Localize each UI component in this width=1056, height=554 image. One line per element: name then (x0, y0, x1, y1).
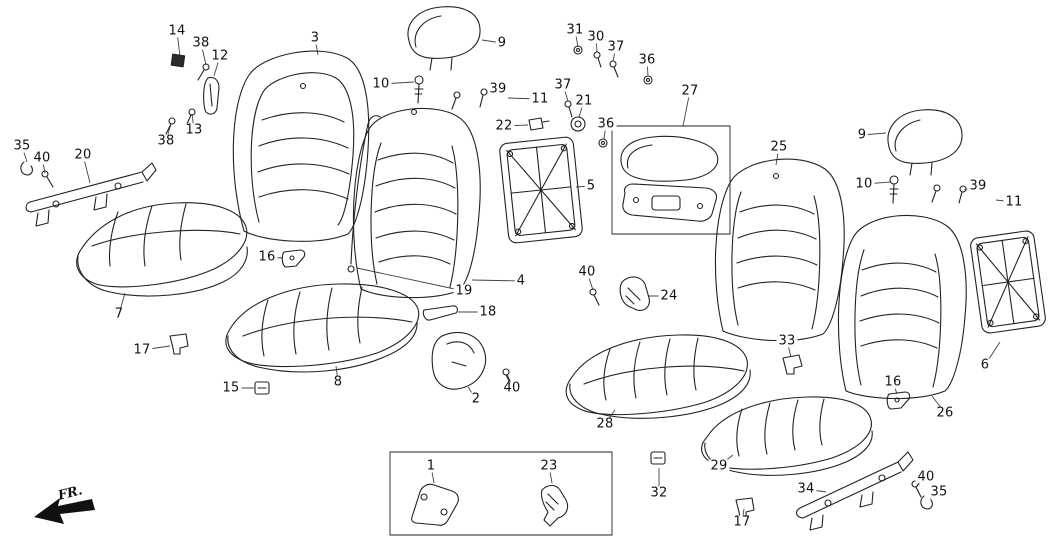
fr-arrow-icon (34, 498, 95, 524)
part-30-bolt (593, 51, 602, 68)
part-40-bolt-center-low (502, 368, 513, 386)
leader-line (863, 181, 892, 185)
part-39-screws-right (931, 184, 967, 204)
leader-line (505, 374, 513, 389)
part-23-bracket (540, 484, 569, 527)
part-22-clip (528, 117, 550, 131)
leader-line (507, 97, 541, 100)
leader-line (931, 395, 946, 414)
part-14-clip (170, 53, 186, 68)
part-13-screw (185, 108, 196, 127)
part-7-cushion-left (76, 202, 248, 297)
leader-line (266, 256, 284, 259)
part-32-clip (650, 451, 666, 465)
part-2-side-cover (431, 332, 487, 390)
leader-line (562, 84, 569, 102)
part-19-cable (347, 115, 381, 273)
leader-line (481, 39, 503, 44)
part-3-seat-back (232, 50, 370, 242)
part-40-bolt-mid (589, 288, 600, 306)
leader-line (82, 154, 91, 184)
part-38-screw-upper (197, 63, 210, 81)
leader-line (786, 340, 792, 358)
part-35-clip-right (920, 495, 933, 510)
part-26-seat-back-right (837, 214, 967, 400)
leader-line (21, 145, 28, 163)
part-36-nut-upper (643, 75, 653, 85)
part-8-cushion-center (225, 283, 420, 373)
leader-line (335, 365, 339, 383)
part-18-bracket (422, 305, 458, 321)
part-35-clip-left (20, 161, 33, 176)
leader-line (141, 345, 171, 351)
part-9-headrest-right (887, 109, 963, 176)
part-37-screw-upper (609, 60, 619, 78)
part-34-seat-rail-right (796, 451, 914, 531)
leader-line (503, 124, 529, 127)
part-10-bolt-left (414, 75, 424, 104)
part-16-bracket-left (281, 249, 306, 268)
leader-line (929, 491, 940, 500)
part-21-grommet (570, 116, 586, 132)
leader-line (485, 88, 499, 94)
leader-line (612, 46, 617, 62)
part-24-recliner-cover (619, 276, 650, 311)
part-38-screw-lower (165, 117, 176, 135)
part-10-bolt-right (889, 175, 899, 204)
leader-lines-layer (21, 29, 1015, 523)
part-28-cushion (565, 334, 751, 419)
leader-line (805, 488, 827, 493)
leader-line (682, 90, 691, 127)
part-12-strap (203, 76, 220, 115)
part-40-bolt-right (911, 480, 922, 498)
part-25-seat-back-right-front (714, 158, 845, 342)
part-17-clip-left (169, 333, 189, 355)
part-40-bolt-left (41, 170, 54, 188)
part-4-seat-back-center (352, 107, 481, 299)
leader-line (314, 37, 319, 56)
leader-line (892, 381, 898, 395)
part-15-clip (254, 381, 270, 395)
leader-line (118, 292, 126, 315)
part-33-bracket (782, 354, 803, 375)
part-1-bracket (411, 483, 459, 526)
part-27-armrest-assembly (611, 125, 731, 235)
leader-line (471, 279, 522, 282)
leader-line (984, 341, 1001, 366)
leader-line (467, 386, 477, 400)
leader-line (548, 465, 553, 484)
part-29-cushion (701, 396, 873, 476)
bracket-kit-box (389, 451, 613, 536)
leader-line (741, 508, 745, 523)
leader-line (356, 267, 465, 292)
leader-line (574, 29, 579, 48)
part-36-nut-lower (598, 138, 608, 148)
leader-line (586, 271, 594, 291)
leader-line (595, 36, 598, 53)
leader-line (603, 123, 607, 140)
leader-line (213, 55, 221, 77)
leader-line (995, 199, 1015, 203)
part-17-clip-right (735, 497, 755, 519)
part-6-back-panel (970, 230, 1046, 334)
leader-line (430, 465, 435, 484)
leader-line (646, 59, 649, 77)
leader-line (861, 132, 887, 136)
part-39-screws-left (451, 88, 488, 110)
leader-line (176, 30, 181, 58)
part-20-seat-rail-left (25, 162, 157, 227)
leader-line (578, 100, 585, 118)
part-37-screw-lower (564, 100, 573, 118)
leader-line (775, 146, 780, 166)
leader-line (200, 42, 207, 66)
leader-line (191, 113, 195, 131)
part-5-back-panel (499, 136, 583, 244)
leader-line (718, 454, 734, 467)
part-31-grommet (573, 45, 583, 55)
leader-line (380, 81, 415, 85)
part-16-bracket-right (886, 391, 911, 410)
part-9-headrest-left (407, 6, 481, 71)
